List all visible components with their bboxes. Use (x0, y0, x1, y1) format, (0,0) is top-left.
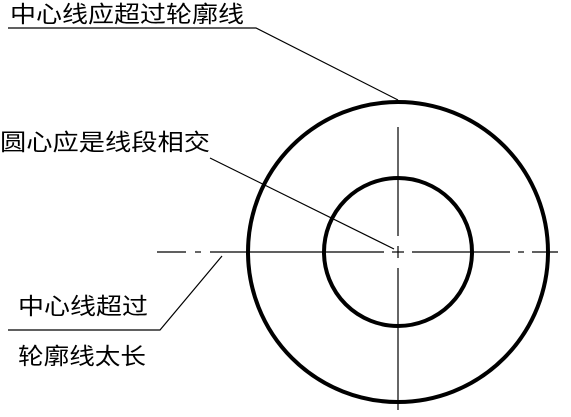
label-circle-center-intersect: 圆心应是线段相交 (0, 130, 210, 156)
label-centerline-exceeds-outline: 中心线应超过轮廓线 (10, 2, 244, 28)
label-centerline-too-long-line1: 中心线超过 (18, 294, 148, 320)
leader-line-middle (209, 157, 395, 250)
leader-line-bottom (8, 255, 223, 331)
label-centerline-too-long-line2: 轮廓线太长 (18, 344, 146, 370)
leader-line-top (8, 27, 399, 101)
